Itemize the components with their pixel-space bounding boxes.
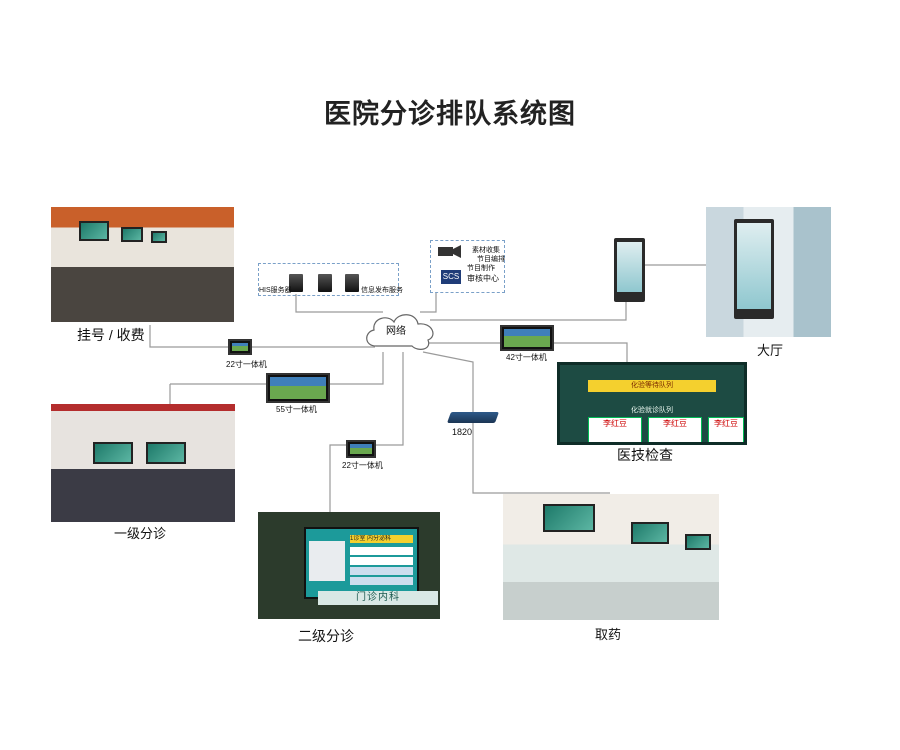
publish-server-label: 信息发布服务 <box>361 287 403 294</box>
edit-label: 节目编排 <box>477 256 505 263</box>
line-second-network <box>329 352 404 512</box>
hall-label: 大厅 <box>757 343 784 358</box>
server-icon <box>289 274 303 292</box>
exam-photo: 化验等待队列 化验就诊队列 李红豆 李红豆 李红豆 <box>557 362 747 445</box>
registration-photo <box>51 207 234 322</box>
pharmacy-label: 取药 <box>595 627 622 642</box>
line-media-network <box>420 292 437 313</box>
line-kiosk-network <box>430 302 627 321</box>
exam-label: 医技检查 <box>617 447 673 463</box>
server-icon <box>345 274 359 292</box>
pharmacy-photo <box>503 494 719 620</box>
screen-22-top <box>228 339 252 355</box>
screen-22-bottom-label: 22寸一体机 <box>342 461 383 470</box>
second-triage-label: 二级分诊 <box>298 628 354 644</box>
exam-name-cell: 李红豆 <box>588 417 642 442</box>
switch-label: 1820 <box>452 427 473 437</box>
screen-22-top-label: 22寸一体机 <box>226 360 267 369</box>
page-title: 医院分诊排队系统图 <box>324 99 576 129</box>
media-center-group <box>430 240 505 293</box>
first-triage-label: 一级分诊 <box>114 526 167 541</box>
line-registration-network <box>149 325 375 348</box>
network-label: 网络 <box>386 326 406 337</box>
line-pharmacy-network <box>422 351 610 494</box>
screen-42-label: 42寸一体机 <box>506 353 547 362</box>
second-screen-header: 1诊室 内分泌科 <box>350 535 413 543</box>
registration-label: 挂号 / 收费 <box>77 327 145 343</box>
kiosk-display-icon <box>614 238 645 302</box>
screen-55-label: 55寸一体机 <box>276 405 317 414</box>
screen-55 <box>266 373 330 403</box>
produce-label: 节目制作 <box>467 265 495 272</box>
hall-photo <box>706 207 831 337</box>
line-42-network <box>420 342 628 362</box>
screen-22-bottom <box>346 440 376 458</box>
screen-42 <box>500 325 554 351</box>
scs-logo: SCS <box>441 270 461 284</box>
exam-name-cell: 李红豆 <box>708 417 744 442</box>
line-55-network <box>170 352 384 385</box>
network-cloud-icon <box>366 314 434 350</box>
his-server-label: HIS服务器 <box>259 287 292 294</box>
line-servers-network <box>295 294 383 313</box>
first-triage-photo <box>51 404 235 522</box>
exam-visit-header: 化验就诊队列 <box>588 405 716 417</box>
video-camera-icon <box>438 245 461 258</box>
exam-name-cell: 李红豆 <box>648 417 702 442</box>
server-icon <box>318 274 332 292</box>
network-switch-icon <box>446 412 500 423</box>
exam-queue-header: 化验等待队列 <box>588 380 716 392</box>
second-triage-photo: 1诊室 内分泌科 门诊内科 <box>258 512 440 619</box>
doctor-avatar <box>309 541 345 581</box>
server-group <box>258 263 399 296</box>
collect-label: 素材收集 <box>472 247 500 254</box>
second-triage-sign: 门诊内科 <box>318 591 438 605</box>
review-center-label: 审核中心 <box>467 274 499 283</box>
second-triage-screen: 1诊室 内分泌科 <box>304 527 419 599</box>
